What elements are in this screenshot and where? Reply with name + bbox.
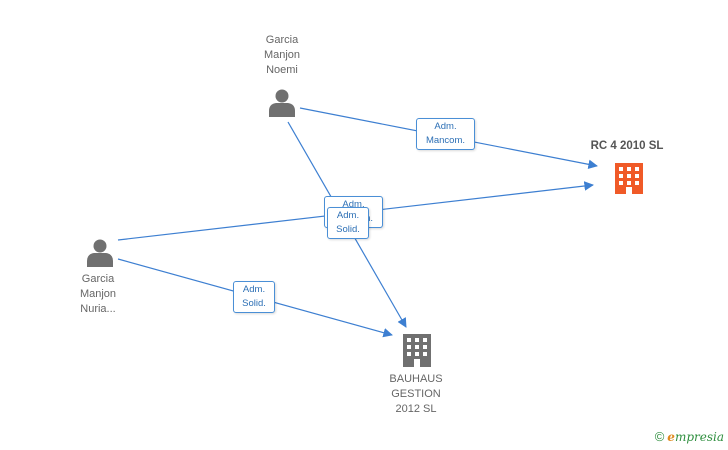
company-label-rc4[interactable]: RC 4 2010 SL: [590, 140, 664, 152]
company-label-bauhaus[interactable]: BAUHAUS GESTION 2012 SL: [389, 373, 443, 415]
relation-box-noemi-rc4: Adm. Mancom.: [416, 118, 475, 150]
relation-box-noemi-bauhaus: Adm. Solid.: [327, 207, 369, 239]
empresia-watermark: ©empresia: [655, 429, 724, 444]
person-icon[interactable]: [269, 89, 295, 118]
brand-name: mpresia: [674, 430, 724, 444]
building-icon[interactable]: [403, 334, 431, 367]
person-label-nuria[interactable]: Garcia Manjon Nuria...: [79, 273, 117, 315]
relation-box-nuria-bauhaus: Adm. Solid.: [233, 281, 275, 313]
brand-letter-e: e: [667, 430, 675, 444]
person-icon[interactable]: [87, 239, 113, 268]
building-icon[interactable]: [615, 163, 643, 194]
person-label-noemi[interactable]: Garcia Manjon Noemi: [263, 34, 301, 76]
copyright-icon: ©: [654, 429, 665, 444]
